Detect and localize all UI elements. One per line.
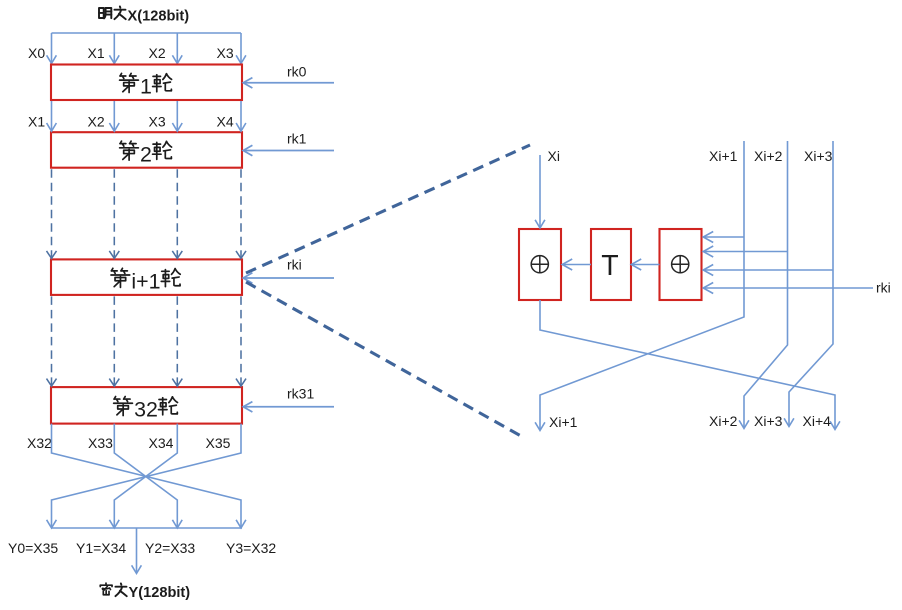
svg-text:Xi+3: Xi+3 bbox=[804, 148, 833, 164]
svg-text:rk0: rk0 bbox=[287, 64, 307, 80]
svg-text:Y2=X33: Y2=X33 bbox=[145, 540, 195, 556]
svg-text:X32: X32 bbox=[27, 435, 52, 451]
svg-text:32: 32 bbox=[134, 398, 158, 422]
svg-text:1: 1 bbox=[140, 75, 152, 99]
svg-text:X3: X3 bbox=[149, 114, 166, 130]
svg-text:rk31: rk31 bbox=[287, 386, 314, 402]
svg-text:rki: rki bbox=[876, 280, 891, 296]
svg-text:Y3=X32: Y3=X32 bbox=[226, 540, 276, 556]
svg-text:Y1=X34: Y1=X34 bbox=[76, 540, 126, 556]
svg-text:Xi: Xi bbox=[548, 148, 560, 164]
svg-text:T: T bbox=[601, 250, 618, 282]
svg-text:Xi+4: Xi+4 bbox=[803, 413, 832, 429]
svg-text:X33: X33 bbox=[88, 435, 113, 451]
svg-text:X34: X34 bbox=[149, 435, 174, 451]
svg-text:Xi+1: Xi+1 bbox=[709, 148, 738, 164]
svg-text:X(128bit): X(128bit) bbox=[128, 8, 190, 24]
svg-text:Xi+2: Xi+2 bbox=[754, 148, 783, 164]
svg-text:rk1: rk1 bbox=[287, 131, 307, 147]
svg-text:X0: X0 bbox=[28, 45, 45, 61]
svg-text:rki: rki bbox=[287, 257, 302, 273]
svg-text:Xi+2: Xi+2 bbox=[709, 413, 738, 429]
svg-text:i+1: i+1 bbox=[131, 269, 160, 293]
svg-text:X2: X2 bbox=[88, 114, 105, 130]
svg-text:X1: X1 bbox=[28, 114, 45, 130]
svg-text:2: 2 bbox=[140, 142, 152, 166]
svg-text:Xi+3: Xi+3 bbox=[754, 413, 783, 429]
svg-text:X2: X2 bbox=[149, 45, 166, 61]
svg-text:Y(128bit): Y(128bit) bbox=[129, 585, 191, 601]
svg-text:Y0=X35: Y0=X35 bbox=[8, 540, 58, 556]
svg-text:X1: X1 bbox=[88, 45, 105, 61]
svg-text:X4: X4 bbox=[217, 114, 234, 130]
svg-text:X3: X3 bbox=[217, 45, 234, 61]
svg-text:X35: X35 bbox=[206, 435, 231, 451]
svg-text:Xi+1: Xi+1 bbox=[549, 414, 578, 430]
